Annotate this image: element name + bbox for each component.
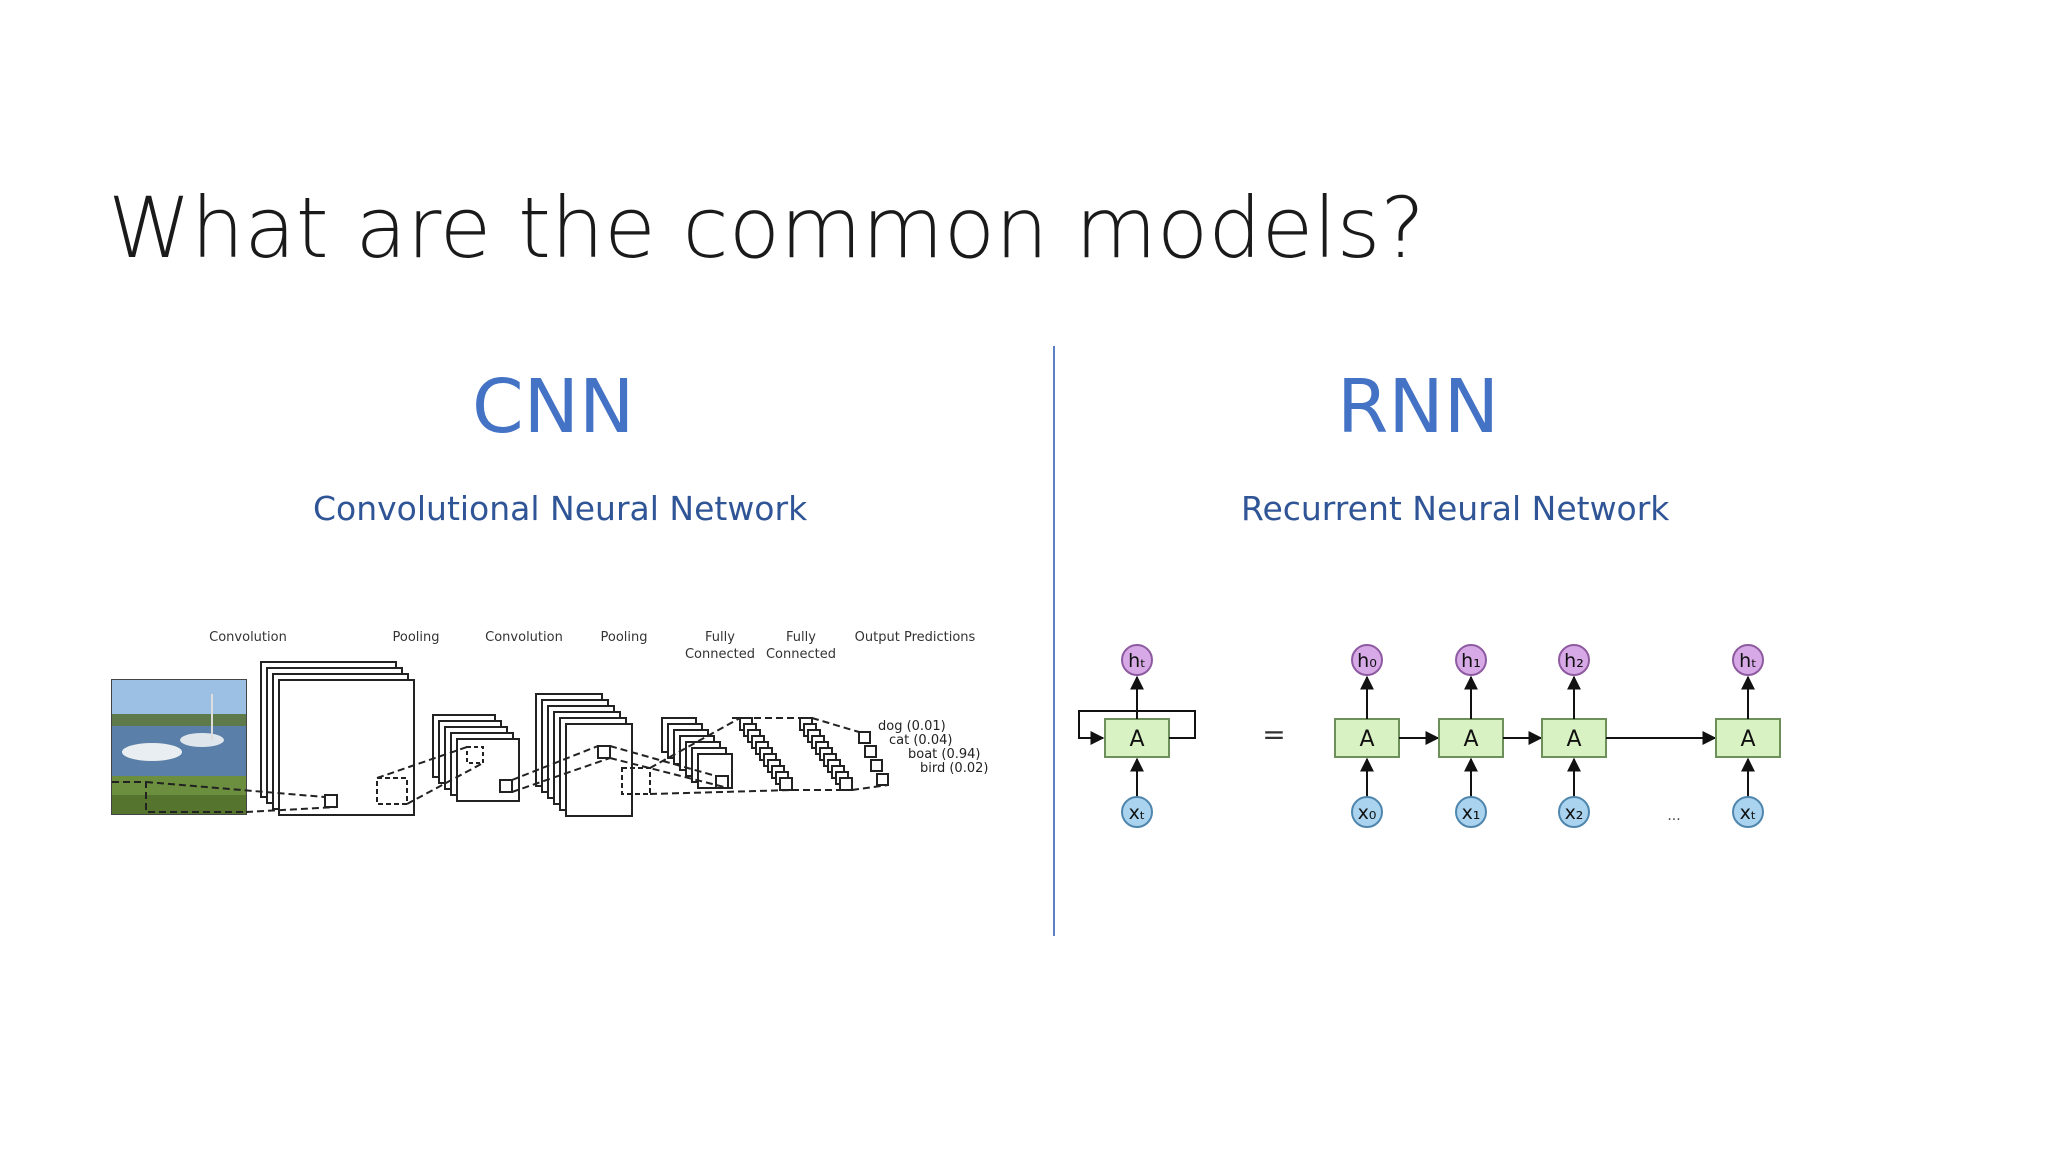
- rnn-output-node-unrolled-1: [1455, 644, 1487, 676]
- rnn-output-node-unrolled-3: [1732, 644, 1764, 676]
- cnn-prediction-cat: cat (0.04): [889, 733, 952, 748]
- rnn-output-label: h₁: [1461, 650, 1481, 672]
- cnn-stage-label-2: Pooling: [393, 630, 440, 645]
- cnn-stage-label-5b: Connected: [685, 647, 755, 662]
- cnn-stage-label-6b: Connected: [766, 647, 836, 662]
- rnn-input-label: xₜ: [1129, 802, 1146, 824]
- rnn-diagram-svg: Ahₜ xₜ Ah₀ x₀ Ah₁ x₁ Ah₂ x₂ Ahₜ xₜ = ...: [1078, 644, 1781, 828]
- rnn-output-label: hₜ: [1128, 650, 1146, 672]
- rnn-output-label: h₀: [1357, 650, 1377, 672]
- rnn-subheading: Recurrent Neural Network: [1241, 489, 1670, 528]
- rnn-output-label: h₂: [1564, 650, 1584, 672]
- cnn-prediction-dog: dog (0.01): [878, 719, 946, 734]
- rnn-heading: RNN: [1337, 364, 1500, 450]
- cnn-heading: CNN: [472, 364, 635, 450]
- cnn-stage-label-3: Convolution: [485, 630, 563, 645]
- slide-title: What are the common models?: [108, 179, 1425, 277]
- column-divider: [1053, 346, 1055, 936]
- cnn-input-image: [111, 679, 247, 815]
- rnn-output-node-rolled-0: [1121, 644, 1153, 676]
- rnn-cell-label: A: [1129, 727, 1144, 752]
- cnn-stage-label-1: Convolution: [209, 630, 287, 645]
- rnn-recurrent-loop: [1078, 710, 1196, 745]
- cnn-diagram: Convolution Pooling Convolution Pooling …: [100, 610, 1000, 840]
- cnn-subheading: Convolutional Neural Network: [313, 489, 808, 528]
- rnn-cell-unrolled-3: [1715, 718, 1781, 758]
- rnn-input-node-unrolled-3: [1732, 796, 1764, 828]
- rnn-input-label: x₂: [1565, 802, 1584, 824]
- rnn-equals-sign: =: [1262, 718, 1285, 751]
- rnn-input-label: xₜ: [1740, 802, 1757, 824]
- rnn-input-label: x₁: [1462, 802, 1481, 824]
- rnn-cell-label: A: [1463, 727, 1478, 752]
- cnn-prediction-boat: boat (0.94): [908, 747, 981, 762]
- rnn-input-node-unrolled-2: [1558, 796, 1590, 828]
- rnn-cell-label: A: [1740, 727, 1755, 752]
- rnn-input-node-unrolled-0: [1351, 796, 1383, 828]
- rnn-output-label: hₜ: [1739, 650, 1757, 672]
- cnn-stage-label-7: Output Predictions: [855, 630, 976, 645]
- cnn-diagram-svg: Convolution Pooling Convolution Pooling …: [111, 630, 988, 817]
- cnn-stage-label-4: Pooling: [601, 630, 648, 645]
- rnn-cell-label: A: [1359, 727, 1374, 752]
- rnn-ellipsis: ...: [1667, 808, 1680, 824]
- rnn-cell-label: A: [1566, 727, 1581, 752]
- rnn-input-node-unrolled-1: [1455, 796, 1487, 828]
- rnn-output-node-unrolled-0: [1351, 644, 1383, 676]
- cnn-prediction-bird: bird (0.02): [920, 761, 988, 776]
- rnn-input-label: x₀: [1358, 802, 1377, 824]
- cnn-stage-label-6a: Fully: [786, 630, 816, 645]
- cnn-stage-label-5a: Fully: [705, 630, 735, 645]
- rnn-output-node-unrolled-2: [1558, 644, 1590, 676]
- rnn-input-node-rolled-0: [1121, 796, 1153, 828]
